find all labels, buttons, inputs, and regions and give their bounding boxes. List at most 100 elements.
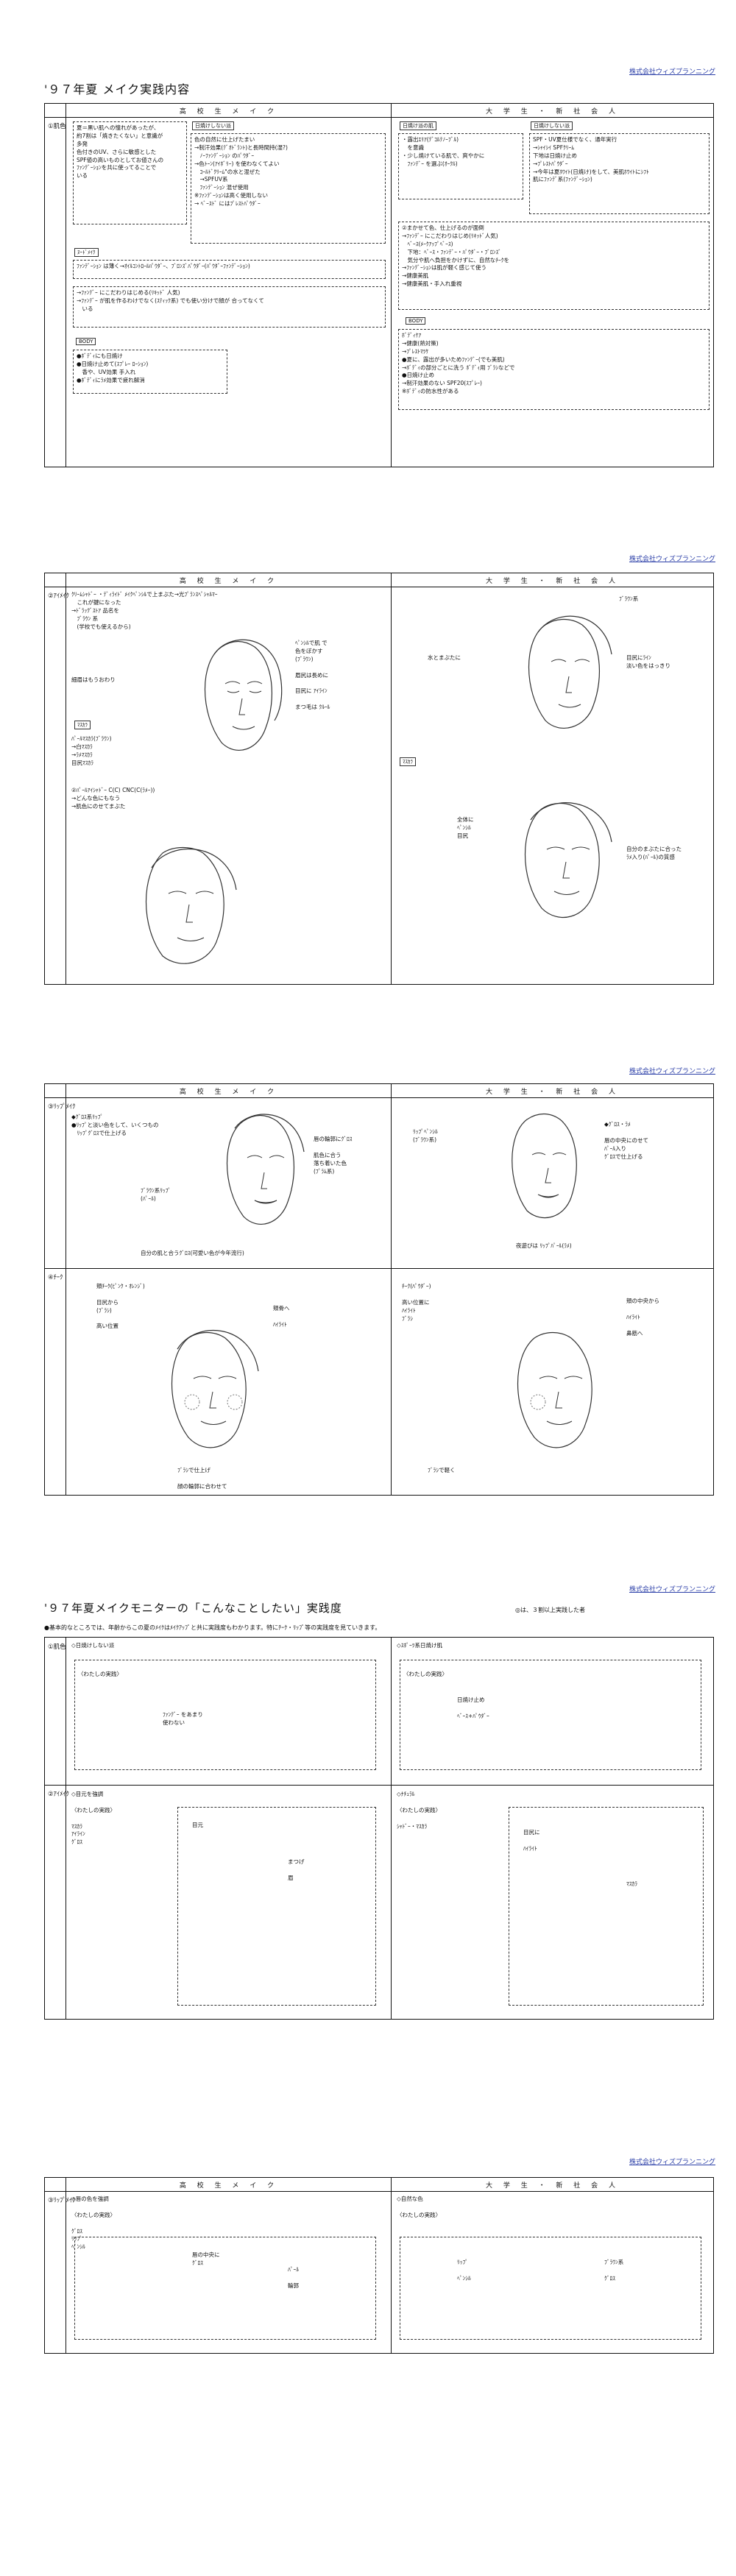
page-1: 株式会社ウィズプランニング '９７年夏 メイク実践内容 高 校 生 メ イ ク … <box>0 0 736 515</box>
hs-lip-text: ◇唇の色を強調 〈わたしの実践〉 ｸﾞﾛｽ ﾘｯﾌﾟ ﾍﾟﾝｼﾙ <box>71 2195 116 2251</box>
header-university: 大 学 生 ・ 新 社 会 人 <box>485 2182 620 2190</box>
uni-eye-text: ﾌﾞﾗｳﾝ系 <box>619 595 639 602</box>
uni-tan-box: ・露出ｴﾘｱ(ﾃﾞｺﾙﾃﾉｰﾌﾞﾙ) を意識 ・少し焼けている肌で、爽やかに ﾌ… <box>398 133 523 199</box>
hs-eye-notes: ﾍﾟﾝｼﾙで肌 で 色をぼかす (ﾌﾞﾗｳﾝ) 眉尻は長めに 目尻に ｱｲﾗｲﾝ… <box>295 640 330 710</box>
company-name: 株式会社ウィズプランニング <box>629 2159 715 2166</box>
hs-eye-note: 目元 <box>192 1822 203 1828</box>
table-lip-practice: 高 校 生 メ イ ク 大 学 生 ・ 新 社 会 人 ③ﾘｯﾌﾟﾒｲｸ ◇唇の… <box>44 2177 714 2354</box>
row-label: ②ｱｲﾒｲｸ <box>48 1791 69 1798</box>
company-name: 株式会社ウィズプランニング <box>629 556 715 563</box>
hs-lip-note: 自分の肌と合うｸﾞﾛｽ(可愛い色が今年流行) <box>141 1250 244 1256</box>
row-label: ②ｱｲﾒｲｸ <box>48 592 69 600</box>
uni-cheek-note: 頬の中央から ﾊｲﾗｲﾄ 鼻筋へ <box>626 1298 659 1337</box>
uni-tag: 日焼けしない派 <box>531 121 573 130</box>
hs-body-box: ●ﾎﾞﾃﾞｨにも日焼け ●日焼け止めて(ｽﾌﾟﾚｰ ﾛｰｼｮﾝ) 香や、UV効果… <box>73 350 227 394</box>
uni-eye-box <box>509 1807 704 2006</box>
hs-mascara-text: ﾊﾟｰﾙﾏｽｶﾗ(ﾌﾞﾗｳﾝ) →白ﾏｽｶﾗ →ﾗﾒﾏｽｶﾗ 目尻ﾏｽｶﾗ <box>71 735 112 766</box>
row-label: ③ﾘｯﾌﾟﾒｲｸ <box>48 2197 76 2204</box>
face-illustration <box>516 610 619 735</box>
hs-skin-text: ◇日焼けしない派 <box>71 1642 115 1649</box>
table-header: 高 校 生 メ イ ク 大 学 生 ・ 新 社 会 人 <box>45 2178 713 2192</box>
hs-eye-text: ◇目元を強調 〈わたしの実践〉 ﾏｽｶﾗ ｱｲﾗｲﾝ ｸﾞﾛｽ <box>71 1791 116 1846</box>
page-2: 株式会社ウィズプランニング 高 校 生 メ イ ク 大 学 生 ・ 新 社 会 … <box>0 545 736 1016</box>
hs-no-tan-box: 色の自然に仕上げたまい →制汗効果(ﾃﾞｵﾄﾞﾗﾝﾄ)と長時間持(湿?) ﾉｰﾌ… <box>191 133 386 244</box>
hs-practice-box: 〈わたしの実践〉 <box>74 1660 376 1770</box>
hs-nude-box: ﾌｧﾝﾃﾞｰｼｮﾝ は薄く→ｵｲﾙｺﾝﾄﾛｰﾙﾊﾟｳﾀﾞｰ、ﾌﾞﾛﾝｽﾞﾊﾟｳﾀ… <box>73 260 386 279</box>
table-header: 高 校 生 メ イ ク 大 学 生 ・ 新 社 会 人 <box>45 573 713 587</box>
header-university: 大 学 生 ・ 新 社 会 人 <box>485 1089 620 1096</box>
page-4: 株式会社ウィズプランニング '９７年夏メイクモニターの「こんなことしたい」実践度… <box>0 1575 736 2046</box>
hs-cheek-text: 頬ﾁｰｸ(ﾋﾟﾝｸ・ｵﾚﾝｼﾞ) 目尻から (ﾌﾞﾗｼ) 高い位置 <box>96 1283 145 1330</box>
face-illustration <box>192 632 288 757</box>
header-university: 大 学 生 ・ 新 社 会 人 <box>485 108 620 116</box>
uni-cheek-note: ﾁｰｸ(ﾊﾟｳﾀﾞｰ) 高い位置に ﾊｲﾗｲﾄ ﾌﾞﾗｼ <box>402 1283 431 1322</box>
divider <box>391 1638 392 2019</box>
hs-eye-box <box>177 1807 376 2006</box>
face-illustration <box>509 794 619 927</box>
uni-lip-note: ﾘｯﾌﾟ ﾍﾟﾝｼﾙ <box>457 2259 471 2282</box>
uni-lip-note: 夜遊びは ﾘｯﾌﾟﾊﾟｰﾙ(ﾗﾒ) <box>516 1242 572 1249</box>
header-highschool: 高 校 生 メ イ ク <box>179 578 279 585</box>
divider <box>45 1785 713 1786</box>
uni-eye-note: ﾏｽｶﾗ <box>626 1880 637 1887</box>
hs-lip-text: ◆ｸﾞﾛｽ系ﾘｯﾌﾟ ●ﾘｯﾌﾟと淡い色をして、いくつもの ﾘｯﾌﾟｸﾞﾛｽで仕… <box>71 1114 159 1136</box>
table-eye: 高 校 生 メ イ ク 大 学 生 ・ 新 社 会 人 ②ｱｲﾒｲｸ ｸﾘｰﾑｼ… <box>44 573 714 985</box>
header-highschool: 高 校 生 メ イ ク <box>179 108 279 116</box>
table-header: 高 校 生 メ イ ク 大 学 生 ・ 新 社 会 人 <box>45 1084 713 1098</box>
hs-lip-note: ﾌﾞﾗｳﾝ系ﾘｯﾌﾟ (ﾊﾟｰﾙ) <box>141 1187 171 1202</box>
hs-eye-note: まつげ 眉 <box>288 1858 305 1881</box>
company-name: 株式会社ウィズプランニング <box>629 68 715 76</box>
hs-lip-note: ﾊﾟｰﾙ 輪郭 <box>288 2266 299 2289</box>
uni-body-box: ﾎﾞﾃﾞｨｹｱ →健康(熱対策) →ﾌﾟﾚｽﾄﾏﾂｹ ●夏に、露出が多いためﾌｧ… <box>398 329 710 410</box>
uni-tag: 日焼け派の肌 <box>400 121 436 130</box>
uni-skin-text: ◇ｽﾎﾟｰﾂ系日焼け肌 <box>397 1642 443 1649</box>
face-illustration <box>501 1106 590 1224</box>
divider <box>45 1268 713 1269</box>
hs-skin-note: ﾌｧﾝﾃﾞｰ をあまり 使わない <box>163 1711 203 1726</box>
uni-lip-text: ◇自然な色 〈わたしの実践〉 <box>397 2195 441 2218</box>
uni-lip-note: ﾌﾞﾗｳﾝ系 ｸﾞﾛｽ <box>604 2259 624 2282</box>
page-title: '９７年夏 メイク実践内容 <box>44 82 191 96</box>
uni-body-tag: BODY <box>406 317 426 325</box>
hs-tag: ﾇｰﾄﾞﾒｲｸ <box>74 248 99 257</box>
hs-brow-text: 細眉はもうおわり <box>71 676 116 683</box>
header-highschool: 高 校 生 メ イ ク <box>179 2182 279 2190</box>
uni-lip-note: ﾘｯﾌﾟﾍﾟﾝｼﾙ (ﾌﾞﾗｳﾝ系) <box>413 1128 438 1143</box>
face-illustration <box>155 1320 266 1459</box>
face-illustration <box>126 838 251 971</box>
hs-tag: 日焼けしない派 <box>192 121 234 130</box>
row-label: ④ﾁｰｸ <box>48 1274 63 1281</box>
hs-lip-box <box>74 2237 376 2340</box>
row-label: ①肌色 <box>48 1643 66 1651</box>
face-illustration <box>214 1106 310 1231</box>
page-3: 株式会社ウィズプランニング 高 校 生 メ イ ク 大 学 生 ・ 新 社 会 … <box>0 1060 736 1531</box>
page-5: 株式会社ウィズプランニング 高 校 生 メ イ ク 大 学 生 ・ 新 社 会 … <box>0 2090 736 2561</box>
practice-label: 〈わたしの実践〉 <box>78 1670 122 1677</box>
uni-cheek-note: ﾌﾞﾗｼで軽く <box>428 1467 456 1473</box>
uni-skin-note: 日焼け止め ﾍﾞｰｽ+ﾊﾟｳﾀﾞｰ <box>457 1696 489 1719</box>
uni-eye-note: 水とまぶたに <box>428 654 461 661</box>
intro-note: ●基本的なところでは、年齢からこの夏のﾒｲｸはﾒｲｸｱｯﾌﾟと共に実践度もわかり… <box>44 1624 381 1631</box>
uni-lip-box <box>400 2237 701 2340</box>
hs-foundation-box: →ﾌｧﾝﾃﾞｰ にこだわりはじめる(ﾘｷｯﾄﾞ 人気) →ﾌｧﾝﾃﾞｰ が肌を作… <box>73 286 386 328</box>
hs-cheek-note: 頬骨へ ﾊｲﾗｲﾄ <box>273 1305 290 1328</box>
header-university: 大 学 生 ・ 新 社 会 人 <box>485 578 620 585</box>
practice-label: 〈わたしの実践〉 <box>403 1670 447 1677</box>
divider <box>391 2178 392 2353</box>
divider <box>391 573 392 984</box>
uni-eye-note: 自分のまぶたに合った ﾗﾒ入り(ﾊﾟｰﾙ)の質感 <box>626 846 682 860</box>
divider <box>391 104 392 467</box>
uni-eye-text: ◇ﾅﾁｭﾗﾙ 〈わたしの実践〉 ｼｬﾄﾞｰ・ﾏｽｶﾗ <box>397 1791 441 1830</box>
uni-no-tan-box: SPF・UV夏仕様でなく、通年実行 →ｼｬｲｼｲ SPFｸﾘｰﾑ 下地は日焼け止… <box>529 133 710 214</box>
hs-lip-note: 唇の輪郭にｸﾞﾛｽ 肌色に合う 落ち着いた色 (ﾌﾟﾗﾑ系) <box>314 1136 353 1175</box>
table-skin: 高 校 生 メ イ ク 大 学 生 ・ 新 社 会 人 ①肌色 夏＝黒い肌への憧… <box>44 103 714 467</box>
legend-text: ◎は、３割以上実践した者 <box>515 1607 585 1613</box>
table-header: 高 校 生 メ イ ク 大 学 生 ・ 新 社 会 人 <box>45 104 713 118</box>
company-name: 株式会社ウィズプランニング <box>629 1068 715 1075</box>
table-practice: ①肌色 ②ｱｲﾒｲｸ ◇日焼けしない派 〈わたしの実践〉 ﾌｧﾝﾃﾞｰ をあまり… <box>44 1637 714 2020</box>
row-label: ①肌色 <box>48 123 66 130</box>
hs-shadow-text: ②ﾊﾟｰﾙｱｲｼｬﾄﾞｰ C(C) CNC(C(ﾗﾒｰ)) →どんな色にもなう … <box>71 787 155 810</box>
company-name: 株式会社ウィズプランニング <box>629 1586 715 1593</box>
hs-cheek-note: ﾌﾞﾗｼで仕上げ 顔の輪郭に合わせて <box>177 1467 227 1490</box>
header-highschool: 高 校 生 メ イ ク <box>179 1089 279 1096</box>
